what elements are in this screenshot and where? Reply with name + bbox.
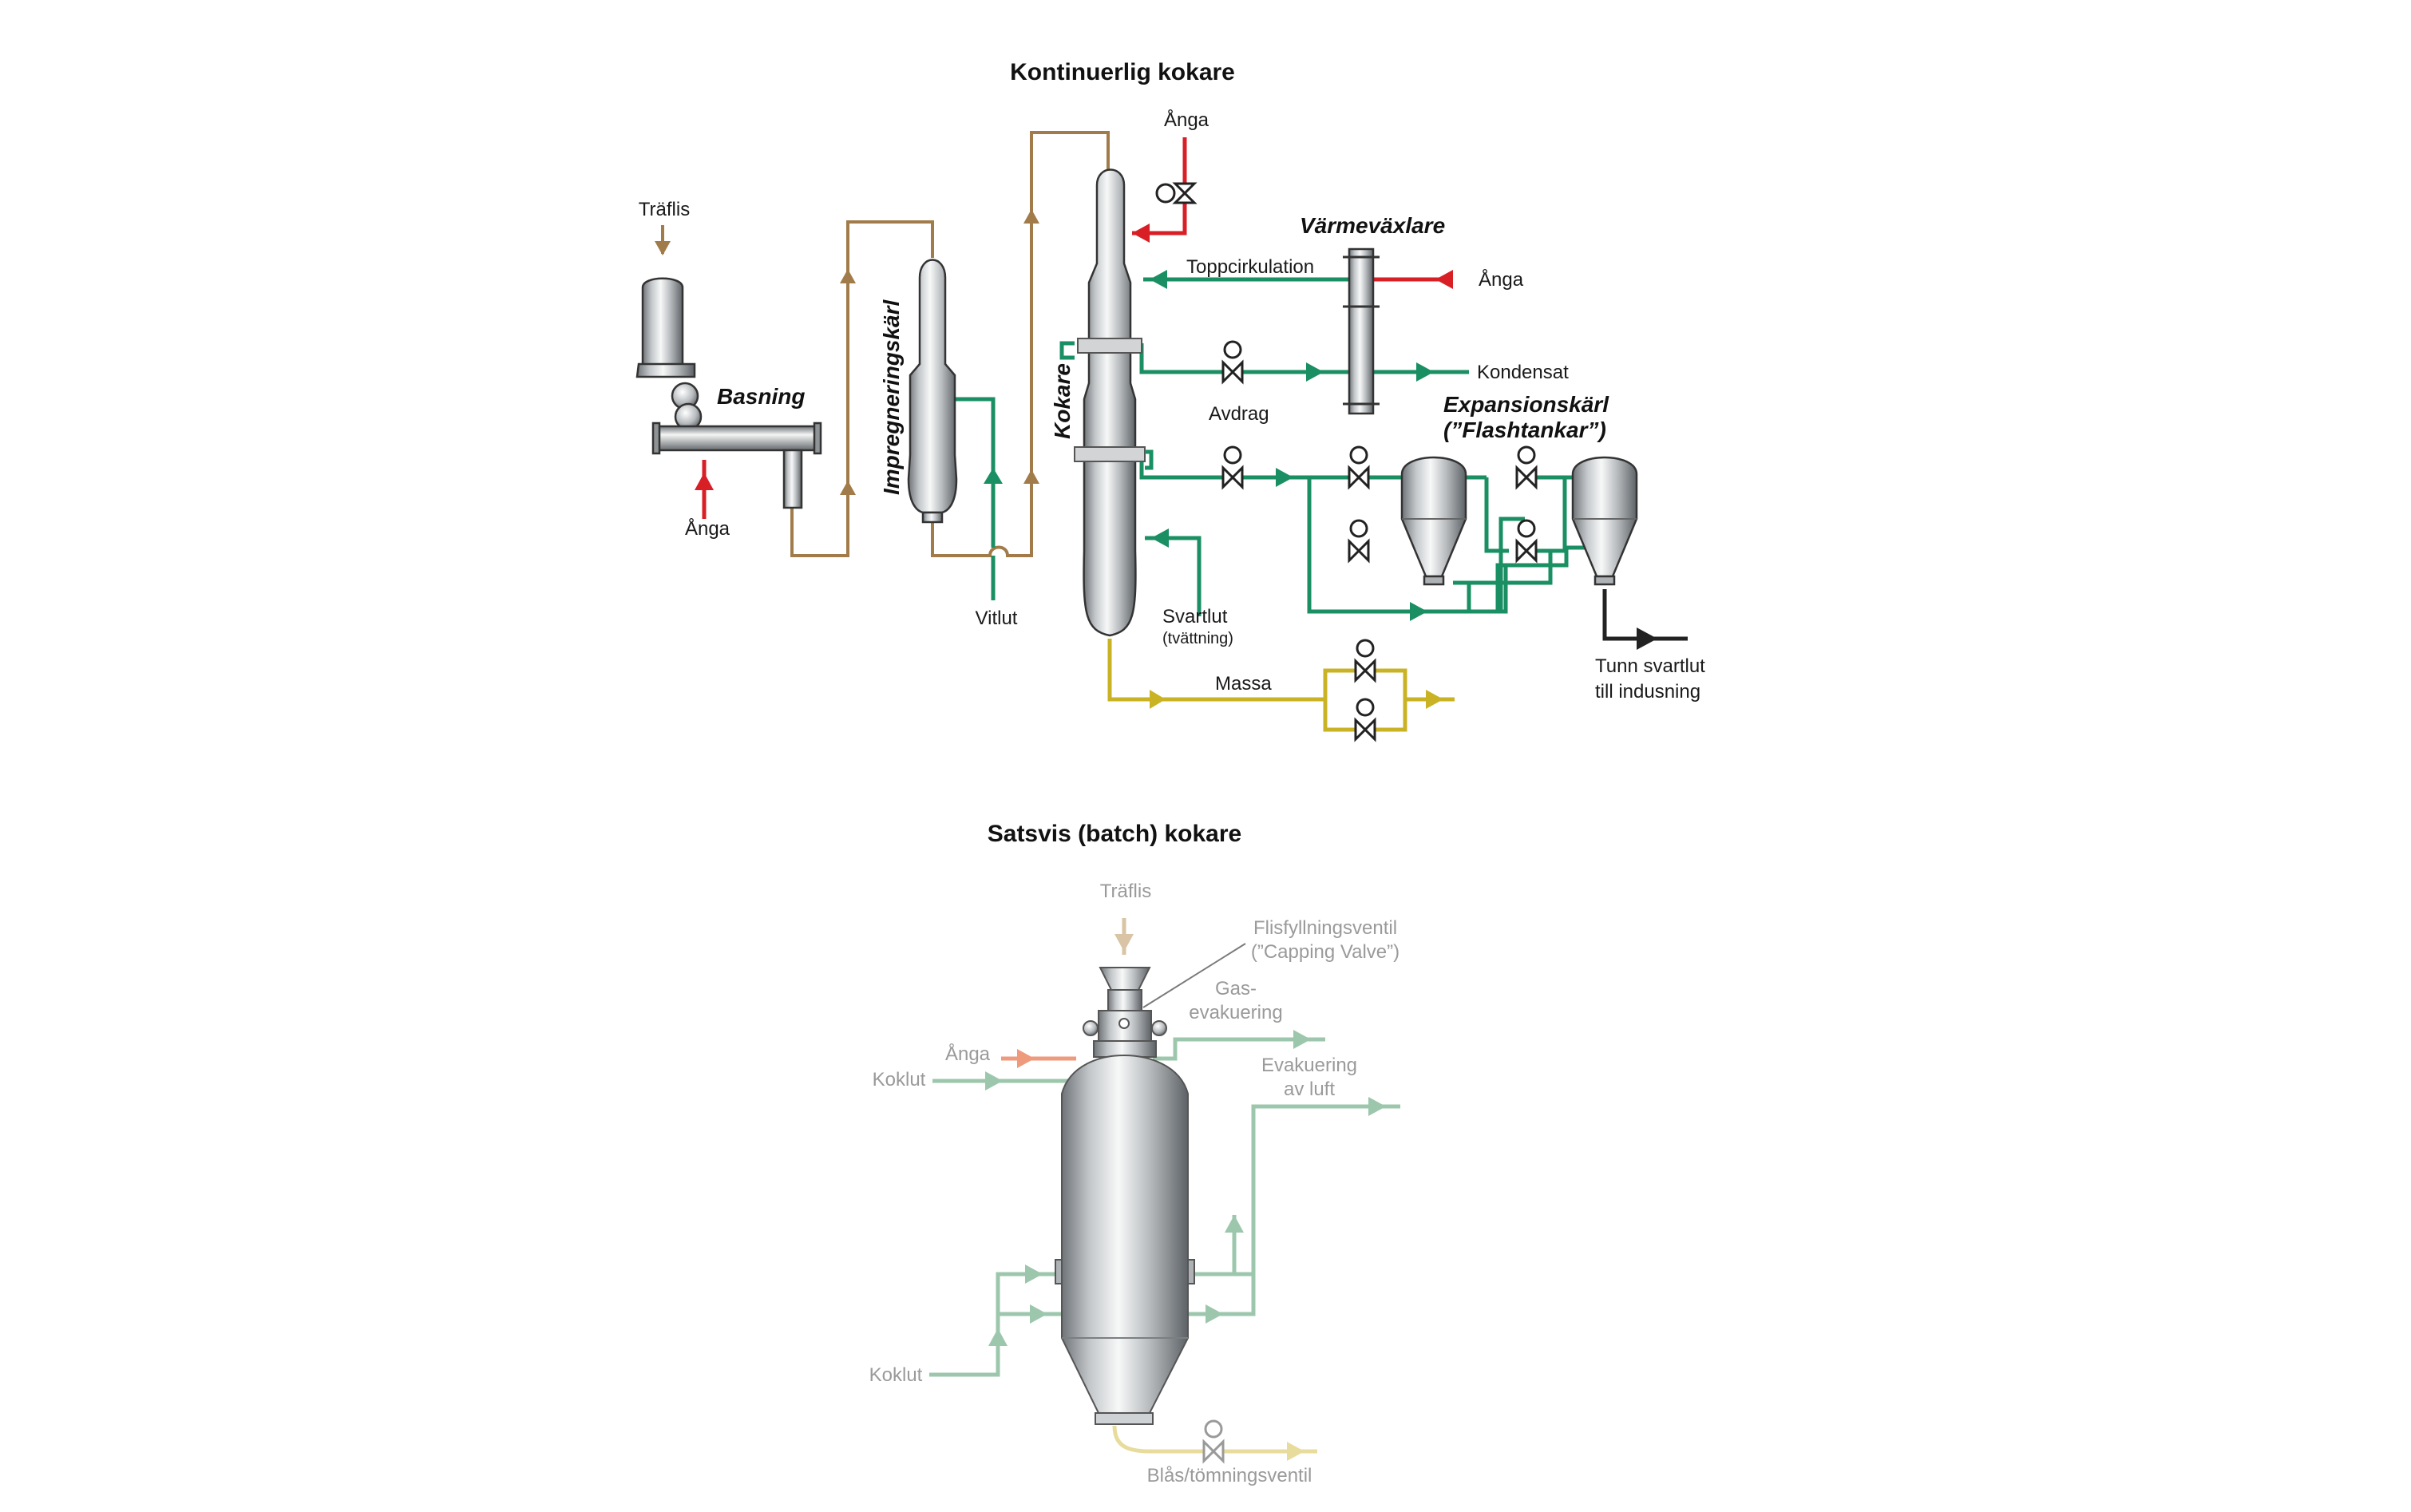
label-kokare: Kokare bbox=[1050, 363, 1075, 439]
batch-pipes bbox=[929, 918, 1400, 1461]
valve-flash-2a[interactable] bbox=[1515, 445, 1538, 490]
valve-steam-top[interactable] bbox=[1155, 182, 1198, 204]
label-anga-hx: Ånga bbox=[1479, 268, 1524, 291]
valve-flash-2b[interactable] bbox=[1515, 519, 1538, 564]
label-varmevaxlare: Värmeväxlare bbox=[1300, 213, 1445, 238]
liquor-lines bbox=[932, 270, 1625, 621]
continuous-digester-title: Kontinuerlig kokare bbox=[1010, 59, 1235, 85]
flash-tank-2 bbox=[1571, 456, 1638, 586]
chips-line bbox=[655, 131, 1110, 557]
batch-label-traflis: Träflis bbox=[1100, 881, 1151, 902]
batch-label-evak-2: av luft bbox=[1284, 1079, 1335, 1100]
batch-label-capping-1: Flisfyllningsventil bbox=[1253, 917, 1397, 939]
thin-black-liquor-line bbox=[1602, 589, 1688, 650]
batch-label-anga: Ånga bbox=[945, 1043, 991, 1065]
digester bbox=[1059, 168, 1154, 637]
label-kondensat: Kondensat bbox=[1477, 362, 1569, 383]
label-svartlut-sub: (tvättning) bbox=[1162, 630, 1233, 647]
batch-label-capping-2: (”Capping Valve”) bbox=[1251, 941, 1399, 963]
batch-label-koklut-top: Koklut bbox=[873, 1069, 926, 1090]
impregnation-vessel bbox=[907, 259, 958, 524]
label-svartlut: Svartlut bbox=[1162, 606, 1228, 627]
batch-label-gas-2: evakuering bbox=[1189, 1002, 1282, 1023]
valve-avdrag[interactable] bbox=[1221, 340, 1244, 385]
batch-digester bbox=[1055, 967, 1195, 1425]
chip-bin bbox=[635, 277, 703, 431]
label-flashtankar: (”Flashtankar”) bbox=[1443, 418, 1606, 442]
batch-digester-title: Satsvis (batch) kokare bbox=[988, 821, 1241, 847]
label-toppcirkulation: Toppcirkulation bbox=[1186, 256, 1314, 278]
batch-label-blas: Blås/tömningsventil bbox=[1147, 1465, 1312, 1486]
valve-flash-1a[interactable] bbox=[1348, 445, 1370, 490]
steam-lines bbox=[695, 137, 1453, 519]
label-basning: Basning bbox=[717, 384, 805, 409]
label-vitlut: Vitlut bbox=[976, 608, 1018, 629]
capping-valve-leader bbox=[1142, 943, 1246, 1008]
pulp-line bbox=[1107, 639, 1455, 732]
label-impregneringskarl: Impregneringskärl bbox=[879, 299, 904, 495]
valve-flash-1b[interactable] bbox=[1348, 519, 1370, 564]
heat-exchanger bbox=[1343, 247, 1380, 415]
flash-tank-1 bbox=[1400, 456, 1467, 586]
label-till-indusning: till indusning bbox=[1595, 681, 1700, 703]
label-tunn-svartlut: Tunn svartlut bbox=[1595, 655, 1705, 677]
valve-extraction[interactable] bbox=[1221, 445, 1244, 490]
label-anga-top: Ånga bbox=[1164, 109, 1209, 131]
batch-label-gas-1: Gas- bbox=[1215, 978, 1257, 999]
valve-pulp-top[interactable] bbox=[1354, 639, 1376, 683]
batch-label-koklut-bottom: Koklut bbox=[869, 1364, 923, 1386]
label-avdrag: Avdrag bbox=[1209, 403, 1269, 425]
batch-blow-valve[interactable] bbox=[1202, 1419, 1225, 1464]
label-expansionskarl: Expansionskärl bbox=[1443, 392, 1609, 417]
valve-pulp-bottom[interactable] bbox=[1354, 698, 1376, 742]
label-massa: Massa bbox=[1215, 673, 1272, 695]
label-anga-basning: Ånga bbox=[685, 517, 730, 540]
steaming-vessel bbox=[651, 422, 822, 509]
label-traflis: Träflis bbox=[639, 199, 690, 220]
batch-label-evak-1: Evakuering bbox=[1261, 1055, 1357, 1076]
